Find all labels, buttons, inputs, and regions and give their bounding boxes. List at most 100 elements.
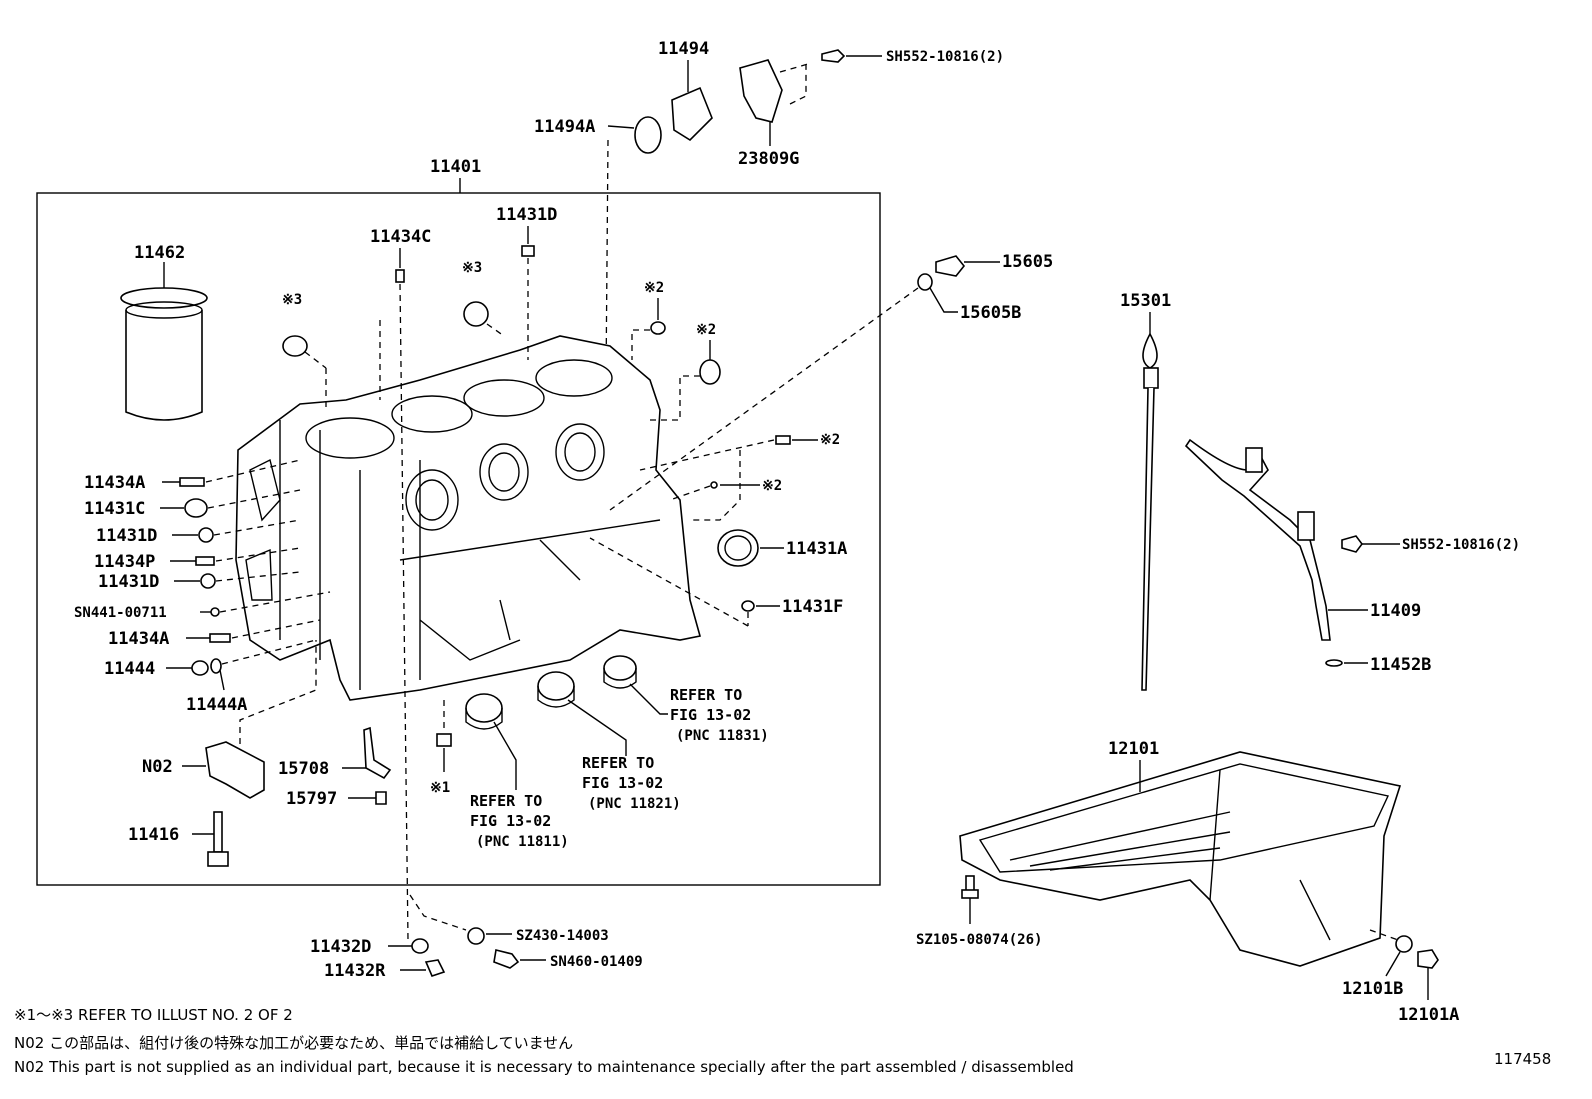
plug-m1[interactable] [436, 733, 452, 747]
gasket-12101b[interactable] [1395, 935, 1413, 953]
pin-11434a-1[interactable] [179, 477, 205, 487]
cylinder-liner-11462[interactable] [120, 287, 208, 421]
dash-m2c [639, 439, 775, 471]
pin-11434a-2[interactable] [209, 633, 231, 643]
dash-23809g [779, 63, 809, 105]
dash-11431f-2 [589, 537, 749, 627]
plug-m3a[interactable] [282, 335, 308, 357]
gasket-11444a[interactable] [210, 658, 222, 674]
svg-text:FIG 13-02: FIG 13-02 [670, 706, 751, 724]
dash-m3a [304, 351, 327, 369]
dash-m2d [669, 485, 711, 501]
dash-m3b [486, 323, 505, 337]
bolt-15797[interactable] [375, 791, 387, 805]
dash-11444 [221, 639, 317, 665]
label-m1: ※1 [430, 780, 450, 796]
bolt-sh552-right[interactable] [1341, 535, 1363, 553]
dash-11431c [207, 489, 301, 509]
label-11431d-1: 11431D [96, 526, 157, 546]
dash-11434a-1 [205, 459, 301, 483]
label-11431a: 11431A [786, 539, 847, 559]
plug-11444[interactable] [191, 660, 209, 676]
gasket-15605b[interactable] [917, 273, 933, 291]
plug-sn441[interactable] [210, 607, 220, 617]
dash-11434p [215, 547, 301, 562]
plug-11432d[interactable] [411, 938, 429, 954]
dash-m2a [631, 329, 650, 360]
gasket-11494a[interactable] [634, 116, 662, 154]
bearing-cap-n02[interactable] [205, 741, 265, 799]
oil-pan-12101[interactable] [959, 751, 1402, 967]
refer-block-11811[interactable]: REFER TO FIG 13-02 (PNC 11811) [470, 792, 569, 850]
bolt-sh552-top[interactable] [821, 49, 846, 63]
pin-11431d-2[interactable] [200, 573, 216, 589]
bracket-23809g[interactable] [739, 59, 783, 123]
pin-11434c[interactable] [395, 269, 405, 283]
footnote-n02-jp: N02 この部品は、組付け後の特殊な加工が必要なため、単品では補給していません [14, 1034, 573, 1052]
dash-11431d-2 [215, 571, 301, 582]
pin-11434p[interactable] [195, 556, 215, 566]
nozzle-15708[interactable] [363, 726, 392, 780]
cover-plate-11494[interactable] [671, 86, 713, 142]
label-11432r: 11432R [324, 961, 386, 981]
pin-11431d-top[interactable] [521, 245, 535, 257]
label-12101a: 12101A [1398, 1005, 1459, 1025]
seal-11431a-inner [724, 535, 752, 561]
refer-block-11831[interactable]: REFER TO FIG 13-02 (PNC 11831) [670, 686, 769, 744]
dash-sn441 [219, 591, 331, 613]
label-11462: 11462 [134, 243, 185, 263]
svg-text:(PNC 11831): (PNC 11831) [676, 728, 769, 744]
sensor-15605[interactable] [935, 255, 966, 277]
dash-n02 [239, 640, 317, 744]
oring-11452b[interactable] [1325, 659, 1343, 667]
label-m2b: ※2 [696, 322, 716, 338]
label-sh552-right: SH552-10816(2) [1402, 537, 1520, 553]
label-15605b: 15605B [960, 303, 1021, 323]
leader-12101b [1385, 951, 1401, 977]
bolt-sz105[interactable] [961, 875, 979, 899]
bolt-11416[interactable] [207, 811, 229, 867]
plug-m2b[interactable] [699, 359, 721, 385]
plug-m2a[interactable] [650, 321, 666, 335]
dipstick-15301[interactable] [1141, 332, 1159, 691]
dipstick-guide-11409[interactable] [1184, 438, 1331, 641]
plug-11431f[interactable] [741, 600, 755, 612]
svg-text:FIG 13-02: FIG 13-02 [470, 812, 551, 830]
svg-text:FIG 13-02: FIG 13-02 [582, 774, 663, 792]
svg-text:(PNC 11811): (PNC 11811) [476, 834, 569, 850]
label-n02: N02 [142, 757, 173, 777]
svg-text:(PNC 11821): (PNC 11821) [588, 796, 681, 812]
plug-m3b[interactable] [463, 301, 489, 327]
dash-11434a-2 [231, 619, 321, 639]
refer-block-11821[interactable]: REFER TO FIG 13-02 (PNC 11821) [582, 754, 681, 812]
leader-11494a [607, 125, 635, 129]
bearing-pnc-11821[interactable] [537, 671, 575, 708]
svg-text:REFER TO: REFER TO [470, 792, 542, 810]
plug-m2d[interactable] [710, 481, 718, 489]
gasket-sz430[interactable] [467, 927, 485, 945]
leader-11444a [219, 669, 225, 691]
label-11431c: 11431C [84, 499, 145, 519]
plug-sn460[interactable] [493, 949, 520, 969]
cylinder-block-11401[interactable] [235, 335, 702, 701]
label-11434a-2: 11434A [108, 629, 169, 649]
pin-m2c[interactable] [775, 435, 791, 445]
seal-11431c[interactable] [184, 498, 208, 518]
bearing-pnc-11831[interactable] [603, 655, 637, 689]
pin-11431d-1[interactable] [198, 527, 214, 543]
label-11401: 11401 [430, 157, 481, 177]
label-m2a: ※2 [644, 280, 664, 296]
plug-11432r[interactable] [424, 959, 446, 977]
dash-11494a [605, 139, 609, 381]
label-11431d-2: 11431D [98, 572, 159, 592]
label-11434p: 11434P [94, 552, 155, 572]
bearing-pnc-11811[interactable] [465, 693, 503, 730]
label-11416: 11416 [128, 825, 179, 845]
plug-12101a[interactable] [1417, 949, 1439, 969]
label-sz105: SZ105-08074(26) [916, 932, 1042, 948]
label-15301: 15301 [1120, 291, 1171, 311]
leader-bearing-11831 [629, 683, 668, 715]
label-11432d: 11432D [310, 937, 371, 957]
seal-11431a[interactable] [717, 529, 759, 567]
